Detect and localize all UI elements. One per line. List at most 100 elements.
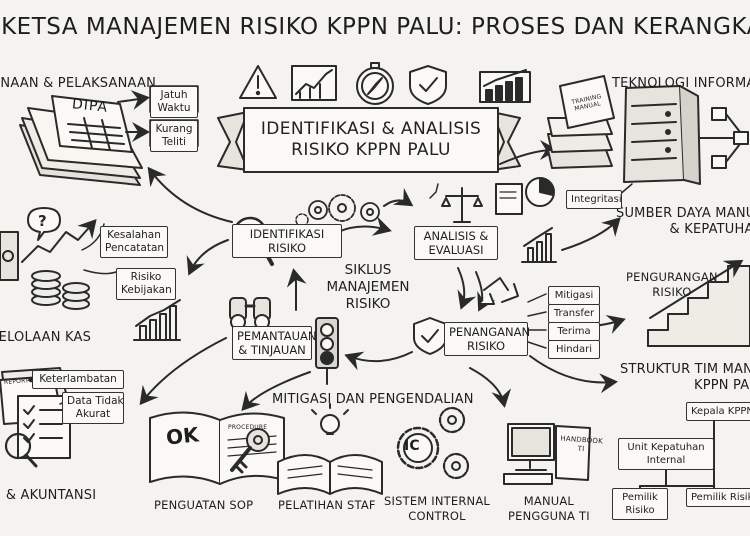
caption-manual: MANUAL PENGGUNA TI: [508, 494, 590, 524]
note-text: Kebijakan: [121, 284, 172, 296]
note-risiko-kebijakan: Risiko Kebijakan: [116, 268, 176, 300]
step-analisis: ANALISIS & EVALUASI: [414, 226, 498, 260]
stairs-icon: [647, 259, 750, 347]
training-manual-stack: [547, 75, 615, 169]
note-text: Kesalahan: [107, 229, 161, 241]
caption-line: MANUAL: [523, 494, 575, 508]
note-text: Pencatatan: [105, 242, 165, 254]
dipa-document-stack: [19, 95, 143, 186]
svg-text:?: ?: [38, 212, 47, 230]
note-text: Kurang: [155, 123, 193, 135]
pengurangan-line: PENGURANGAN: [626, 270, 718, 284]
analysis-charts-icon: [495, 177, 557, 263]
org-pemilik-1: Pemilik Risiko: [612, 488, 668, 520]
section-struktur-line-2: KPPN PALU: [694, 378, 750, 393]
arrow-down-left: [241, 371, 311, 411]
note-keterlambatan: Keterlambatan: [32, 370, 124, 389]
org-pemilik-2: Pemilik Risiko: [686, 488, 750, 507]
ic-label: IC: [404, 438, 420, 454]
key-icon: [230, 428, 270, 474]
option-transfer: Transfer: [548, 304, 600, 323]
network-icon: [699, 107, 749, 169]
shield-check-icon: [409, 65, 447, 105]
caption-line: CONTROL: [408, 509, 466, 523]
section-teknologi: TEKNOLOGI INFORMASI: [612, 76, 750, 91]
procedure-label: PROCEDURE: [228, 424, 268, 431]
ribbon-line-1: IDENTIFIKASI & ANALISIS: [260, 119, 482, 139]
section-pelaksanaan: PERENCANAAN & PELAKSANAAN: [0, 76, 156, 91]
lightbulb-book-icon: [277, 403, 383, 495]
cycle-line-2: MANAJEMEN: [326, 279, 410, 295]
question-bubble-icon: [27, 207, 61, 241]
option-terima: Terima: [548, 322, 600, 341]
step-penanganan: PENANGANAN RISIKO: [444, 322, 531, 356]
org-kepala: Kepala KPPN: [686, 402, 750, 421]
cycle-center-label: SIKLUS MANAJEMEN RISIKO: [322, 262, 414, 313]
section-sdm-line-2: & KEPATUHAN: [669, 222, 750, 237]
binoculars-icon: [229, 297, 271, 330]
section-struktur: STRUKTUR TIM MANAJEMEN RISIKO KPPN PALU: [620, 362, 750, 394]
caption-sop: PENGUATAN SOP: [154, 498, 254, 512]
org-text: Risiko: [625, 505, 655, 516]
arrow-to-kas: [186, 239, 229, 276]
section-struktur-line-1: STRUKTUR TIM MANAJEMEN RISIKO: [620, 362, 750, 377]
shield-icon: [413, 317, 447, 355]
arrow-to-akuntansi: [139, 337, 227, 406]
caption-pelatihan: PELATIHAN STAF: [278, 498, 376, 512]
computer-manual-icon: [503, 423, 591, 485]
gears-icon: [295, 187, 414, 227]
note-text: Jatuh: [160, 89, 188, 101]
note-text: Keterlambatan: [39, 373, 117, 385]
caption-line: PENGGUNA TI: [508, 509, 590, 523]
arrow-to-struktur: [529, 355, 618, 394]
step-text: PEMANTAUAN: [237, 329, 317, 343]
arrow-down-right: [469, 367, 512, 408]
note-integritasi: Integritasi: [566, 190, 622, 209]
cycle-line-3: RISIKO: [345, 296, 391, 312]
option-mitigasi: Mitigasi: [548, 286, 600, 305]
caption-line: SISTEM INTERNAL: [384, 494, 491, 508]
org-text: Pemilik: [622, 492, 658, 503]
growth-chart-icon: [291, 65, 337, 101]
ok-label: OK: [164, 422, 201, 450]
caption-sistem: SISTEM INTERNAL CONTROL: [384, 494, 490, 524]
note-kesalahan-pencatatan: Kesalahan Pencatatan: [100, 226, 168, 258]
pengurangan-label: PENGURANGAN RISIKO: [626, 270, 718, 300]
step-pemantauan: PEMANTAUAN & TINJAUAN: [232, 326, 317, 360]
step-text: ANALISIS &: [423, 229, 489, 243]
note-jatuh-waktu: Jatuh Waktu: [150, 86, 198, 118]
step-text: RISIKO: [267, 241, 307, 255]
arrow-to-sdm: [561, 217, 621, 251]
org-text: Unit Kepatuhan: [627, 442, 705, 453]
section-sdm-line-1: SUMBER DAYA MANUSIA: [616, 206, 750, 221]
ic-gears-icon: [396, 406, 470, 480]
note-text: Waktu: [157, 102, 191, 114]
ribbon-title: IDENTIFIKASI & ANALISIS RISIKO KPPN PALU: [236, 110, 506, 172]
step-text: & TINJAUAN: [238, 343, 306, 357]
step-text: RISIKO: [466, 339, 506, 353]
server-tower-icon: [623, 85, 701, 185]
step-text: IDENTIFIKASI: [249, 227, 325, 241]
note-text: Akurat: [75, 408, 111, 420]
bar-chart-icon: [479, 69, 531, 103]
page-title: SKETSA MANAJEMEN RISIKO KPPN PALU: PROSE…: [0, 14, 750, 40]
pengurangan-line: RISIKO: [652, 285, 692, 299]
section-akuntansi: PELAPORAN & AKUNTANSI: [0, 488, 97, 503]
step-text: PENANGANAN: [449, 325, 531, 339]
org-text: Internal: [646, 455, 686, 466]
note-kurang-teliti: Kurang Teliti: [150, 120, 198, 152]
arrow-to-perencanaan: [147, 166, 233, 223]
small-bar-chart-icon: [133, 299, 181, 341]
scale-icon: [429, 183, 483, 223]
section-mitigasi: MITIGASI DAN PENGENDALIAN: [272, 392, 474, 407]
compass-icon: [356, 62, 394, 105]
handbook-label: HANDBOOK TI: [559, 435, 603, 456]
note-data-tidak-akurat: Data Tidak Akurat: [62, 392, 124, 424]
section-kas: PENGELOLAAN KAS: [0, 330, 92, 345]
section-sdm: SUMBER DAYA MANUSIA & KEPATUHAN: [616, 206, 750, 238]
note-text: Teliti: [162, 136, 186, 148]
note-text: Risiko: [130, 271, 162, 283]
traffic-light-icon: [315, 317, 339, 385]
